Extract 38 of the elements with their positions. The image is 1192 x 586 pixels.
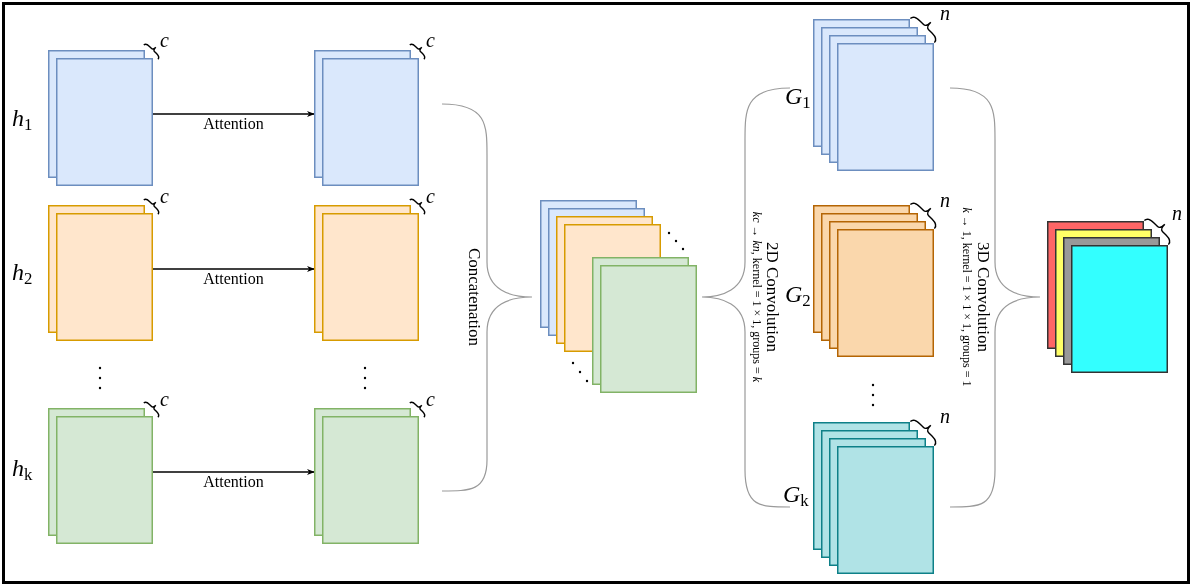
count-symbol: n [940,406,950,426]
feature-map-stack [813,422,934,574]
math-symbol: h$_{2}$ [12,260,33,288]
math-symbol: h$_{1}$ [12,106,33,134]
math-symbol: h$_{k}$ [12,456,33,484]
parameter-note: k → 1, kernel = 1 × 1 × 1, groups = 1 [961,207,973,387]
feature-map-stack [813,19,934,171]
math-symbol: G$_{k}$ [783,482,809,510]
arrow [152,110,315,118]
feature-map-stack [314,50,419,186]
edge-label: Attention [203,474,264,490]
feature-map-stack [813,205,934,357]
feature-map-stack [314,205,419,341]
count-symbol: n [940,190,950,210]
arrow [152,468,315,476]
count-symbol: c [426,186,435,206]
count-symbol: c [160,389,169,409]
edge-label: Attention [203,116,264,132]
feature-map-stack [48,408,153,544]
count-symbol: c [160,30,169,50]
feature-map-stack [48,50,153,186]
parameter-note: kc → kn, kernel = 1 × 1, groups = k [751,211,763,383]
feature-map-stack [48,205,153,341]
edge-label: Attention [203,271,264,287]
count-symbol: c [426,389,435,409]
feature-map-stack [1047,221,1168,373]
count-symbol: n [1172,203,1182,223]
math-symbol: G$_{2}$ [785,282,811,310]
feature-map-stack [314,408,419,544]
count-symbol: c [426,30,435,50]
math-symbol: G$_{1}$ [785,84,811,112]
feature-map-stack [540,200,697,393]
operation-label: 2D Convolution [763,242,781,352]
count-symbol: c [160,186,169,206]
count-symbol: n [940,3,950,23]
operation-label: Concatenation [465,247,483,347]
operation-label: 3D Convolution [974,242,992,352]
arrow [152,265,315,273]
